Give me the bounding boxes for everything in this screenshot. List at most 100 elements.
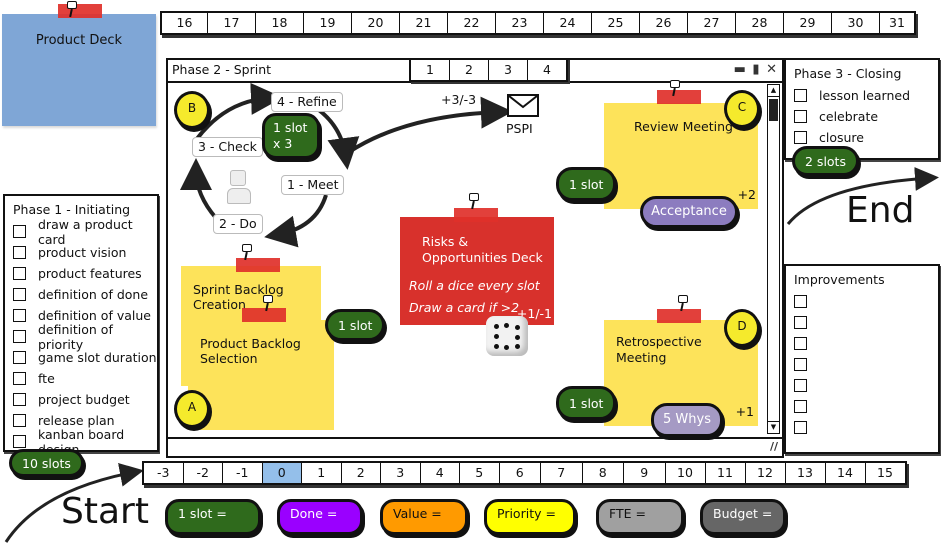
day-cell[interactable]: 14 [826, 463, 866, 483]
tab-sprint-2[interactable]: 2 [450, 60, 489, 80]
checkbox[interactable] [13, 372, 26, 385]
tab-sprint-1[interactable]: 1 [411, 60, 450, 80]
checkbox[interactable] [794, 89, 807, 102]
checkbox[interactable] [13, 288, 26, 301]
checklist-item[interactable]: definition of priority [5, 322, 157, 352]
day-cell[interactable]: 15 [877, 465, 893, 480]
checkbox[interactable] [794, 421, 807, 434]
checklist-item[interactable] [786, 375, 938, 396]
day-cell[interactable]: 22 [448, 13, 496, 33]
day-cell[interactable]: -2 [184, 463, 223, 483]
day-cell[interactable]: 25 [592, 13, 640, 33]
day-cell[interactable]: 23 [496, 13, 544, 33]
product-backlog-card[interactable]: Product Backlog Selection [188, 320, 334, 430]
checklist-item[interactable]: definition of done [5, 284, 157, 305]
retro-slot-badge: 1 slot [556, 386, 617, 420]
day-cell[interactable]: 17 [208, 13, 256, 33]
checklist-item[interactable] [786, 354, 938, 375]
vertical-scrollbar[interactable]: ▲ ▼ [767, 84, 780, 434]
day-cell[interactable]: 10 [666, 463, 706, 483]
checkbox[interactable] [794, 337, 807, 350]
day-cell[interactable]: 26 [640, 13, 688, 33]
window-statusbar: // [168, 437, 782, 456]
day-cell[interactable]: 9 [624, 463, 666, 483]
checklist-item[interactable]: fte [5, 368, 157, 389]
minimize-icon[interactable]: ▬ [733, 62, 747, 77]
day-cell[interactable]: -3 [144, 463, 184, 483]
risks-deck-card[interactable]: Risks & Opportunities Deck Roll a dice e… [400, 217, 554, 325]
checkbox[interactable] [13, 435, 26, 448]
scroll-thumb[interactable] [769, 99, 778, 121]
checkbox[interactable] [13, 225, 26, 238]
checkbox[interactable] [13, 246, 26, 259]
arrow-to-do [264, 194, 328, 248]
checklist-item[interactable]: draw a product card [5, 217, 157, 247]
day-cell[interactable]: 18 [256, 13, 304, 33]
checkbox[interactable] [794, 295, 807, 308]
product-deck-card[interactable]: Product Deck [2, 1, 156, 126]
checkbox[interactable] [794, 131, 807, 144]
day-cell[interactable]: 5 [460, 463, 500, 483]
scroll-up-icon[interactable]: ▲ [768, 85, 779, 97]
day-cell[interactable]: 21 [400, 13, 448, 33]
maximize-icon[interactable]: ▮ [752, 62, 761, 77]
tab-sprint-3[interactable]: 3 [489, 60, 528, 80]
checklist-item[interactable]: definition of value [5, 305, 157, 326]
checklist-item[interactable]: product vision [5, 242, 157, 263]
checkbox[interactable] [794, 358, 807, 371]
day-cell[interactable]: 29 [784, 13, 832, 33]
checkbox[interactable] [13, 414, 26, 427]
checkbox[interactable] [794, 379, 807, 392]
day-cell[interactable]: 6 [500, 463, 541, 483]
checklist-item[interactable]: lesson learned [786, 85, 938, 106]
checkbox[interactable] [794, 400, 807, 413]
checkbox[interactable] [13, 351, 26, 364]
day-cell[interactable]: 24 [544, 13, 592, 33]
checkbox[interactable] [13, 309, 26, 322]
day-cell[interactable]: 20 [352, 13, 400, 33]
checkbox[interactable] [13, 330, 26, 343]
checkbox[interactable] [13, 393, 26, 406]
checklist-item[interactable]: project budget [5, 389, 157, 410]
checklist-item[interactable]: release plan [5, 410, 157, 431]
tab-sprint-4[interactable]: 4 [543, 62, 551, 77]
cycle-step-check: 3 - Check [192, 137, 263, 157]
retro-slot-label: 1 slot [569, 395, 604, 411]
day-cell[interactable]: 2 [342, 463, 381, 483]
phase1-title: Phase 1 - Initiating [13, 202, 131, 217]
arrow-to-refine [194, 82, 283, 142]
resize-grip-icon[interactable]: // [769, 440, 778, 453]
checklist-item[interactable]: game slot duration [5, 347, 157, 368]
day-cell[interactable]: 1 [302, 463, 342, 483]
checkbox[interactable] [13, 267, 26, 280]
checklist-item[interactable]: closure [786, 127, 938, 148]
checklist-item[interactable] [786, 312, 938, 333]
checklist-item[interactable] [786, 417, 938, 438]
day-cell[interactable]: 28 [736, 13, 784, 33]
checklist-item[interactable]: celebrate [786, 106, 938, 127]
checklist-item[interactable] [786, 291, 938, 312]
checkbox[interactable] [794, 110, 807, 123]
window-controls[interactable]: ▬ ▮ ✕ [734, 62, 778, 77]
checklist-item[interactable] [786, 396, 938, 417]
close-icon[interactable]: ✕ [766, 62, 778, 77]
checklist-item[interactable]: product features [5, 263, 157, 284]
day-cell[interactable]: -1 [223, 463, 263, 483]
day-cell[interactable]: 30 [832, 13, 880, 33]
day-cell[interactable]: 0 [262, 463, 302, 483]
day-cell[interactable]: 13 [786, 463, 826, 483]
day-cell[interactable]: 31 [889, 15, 905, 30]
day-cell[interactable]: 3 [381, 463, 421, 483]
day-cell[interactable]: 16 [162, 13, 208, 33]
day-cell[interactable]: 7 [541, 463, 583, 483]
checklist-item[interactable] [786, 333, 938, 354]
pspi-delta: +3/-3 [441, 92, 477, 107]
day-cell[interactable]: 4 [421, 463, 460, 483]
scroll-down-icon[interactable]: ▼ [768, 421, 779, 433]
day-cell[interactable]: 12 [746, 463, 786, 483]
checkbox[interactable] [794, 316, 807, 329]
day-cell[interactable]: 8 [583, 463, 624, 483]
day-cell[interactable]: 11 [706, 463, 746, 483]
day-cell[interactable]: 27 [688, 13, 736, 33]
day-cell[interactable]: 19 [304, 13, 352, 33]
